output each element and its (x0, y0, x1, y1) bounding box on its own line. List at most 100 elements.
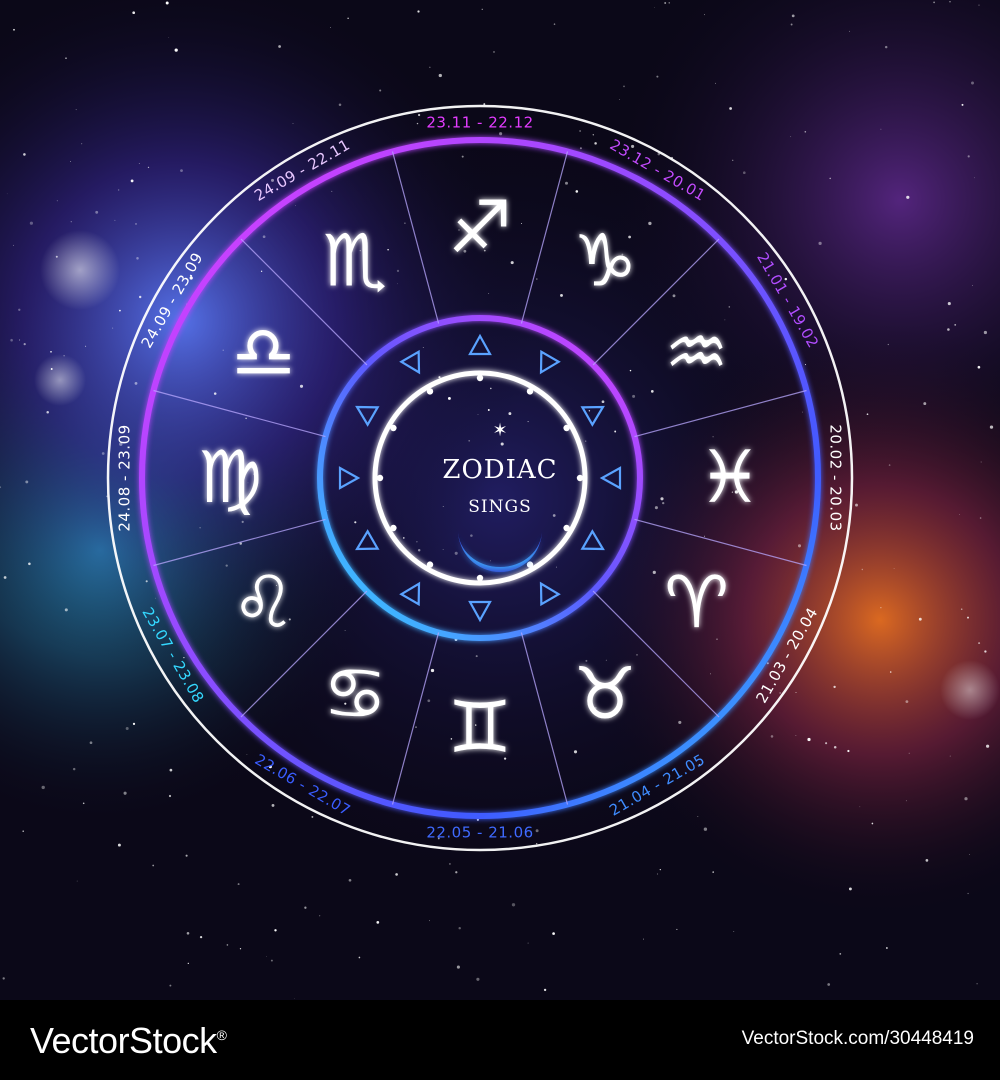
star (552, 932, 555, 935)
star (415, 726, 417, 728)
sector-divider (391, 632, 440, 805)
star (887, 343, 889, 346)
star (712, 436, 714, 438)
element-triangle-icon (539, 581, 561, 607)
sector-dividers (153, 151, 807, 805)
star-icon: ✶ (492, 420, 507, 441)
sector-divider (634, 518, 807, 567)
star (918, 617, 922, 621)
star (13, 28, 15, 31)
star (477, 414, 479, 416)
star (299, 384, 304, 388)
element-triangle-icon (399, 349, 421, 375)
date-range-label: 20.02 - 20.03 (827, 424, 845, 531)
star (553, 23, 556, 25)
clock-tick (563, 424, 570, 432)
star (75, 109, 77, 111)
star (229, 507, 233, 512)
star (732, 159, 734, 161)
star (475, 724, 477, 726)
star (430, 668, 435, 673)
star (64, 608, 68, 612)
star (629, 369, 632, 372)
star (56, 200, 58, 202)
star (552, 514, 556, 517)
star (656, 75, 659, 78)
star (905, 800, 907, 802)
star (185, 303, 187, 305)
star (470, 534, 473, 537)
triangle-ring-outer (317, 315, 643, 641)
star (376, 921, 380, 924)
star (463, 249, 467, 253)
star (989, 425, 994, 429)
star (971, 285, 973, 286)
star (648, 221, 652, 226)
star (543, 988, 547, 992)
star (784, 277, 788, 281)
star (715, 82, 716, 84)
star (180, 169, 183, 172)
star (239, 948, 242, 950)
star (731, 491, 734, 493)
taurus-icon: ♉︎ (573, 652, 638, 736)
sector-divider (240, 590, 368, 718)
element-triangle-icon (599, 466, 622, 490)
star (833, 745, 837, 749)
star (636, 654, 638, 656)
star (101, 452, 105, 455)
star (849, 30, 851, 32)
virgo-icon: ♍︎ (198, 435, 263, 519)
star (23, 153, 26, 156)
star (974, 177, 976, 179)
star (132, 722, 136, 726)
element-triangle-icon (468, 600, 492, 623)
star (961, 103, 964, 106)
star (183, 656, 185, 659)
star (154, 597, 156, 599)
clock-tick (390, 424, 397, 432)
star (344, 630, 346, 631)
cancer-icon: ♋︎ (323, 652, 388, 736)
star (829, 177, 831, 180)
star (487, 409, 490, 411)
star (3, 576, 7, 579)
star (489, 560, 491, 562)
star (417, 113, 421, 117)
star (905, 700, 909, 703)
star (429, 66, 431, 68)
star (448, 862, 451, 865)
star (138, 162, 140, 164)
star (119, 442, 123, 446)
star (770, 735, 774, 738)
star (855, 503, 858, 507)
star (292, 123, 294, 125)
star (438, 73, 442, 78)
star (795, 692, 797, 693)
star (802, 411, 804, 413)
star (527, 421, 529, 423)
star (818, 241, 822, 246)
clock-tick (476, 374, 484, 382)
star (555, 566, 557, 568)
sign-ring (139, 137, 821, 819)
star (476, 977, 480, 981)
star (813, 613, 816, 616)
star (294, 998, 295, 999)
star (422, 347, 424, 349)
star (437, 837, 440, 840)
star (499, 132, 503, 136)
star (476, 818, 479, 821)
star (488, 293, 490, 294)
star (387, 248, 389, 251)
star (642, 938, 644, 940)
star (50, 368, 53, 370)
outer-ring (106, 104, 854, 852)
star (134, 381, 138, 385)
star (704, 14, 705, 16)
star (619, 98, 621, 100)
star (72, 767, 76, 771)
star (82, 802, 85, 805)
sector-divider (520, 151, 569, 324)
star (960, 608, 963, 610)
